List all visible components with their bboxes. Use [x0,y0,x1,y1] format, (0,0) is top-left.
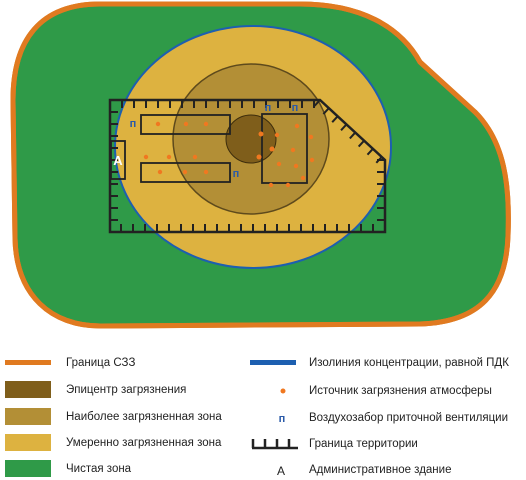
pollution-source [274,132,280,138]
legend-clean-label: Чистая зона [66,463,132,475]
pollution-source [276,161,282,167]
territory-border-tick [331,115,339,123]
air-intake-marker: п [233,168,240,180]
pollution-source [166,154,172,160]
legend-most-polluted-label: Наиболее загрязненная зона [66,411,222,423]
pollution-source [155,121,161,127]
pollution-source [182,169,188,175]
pollution-source [183,121,189,127]
legend-territory-border-icon [251,439,298,450]
building-left-upper [140,114,231,135]
legend-air-intake-label: Воздухозабор приточной вентиляции [309,412,509,424]
pollution-source [294,123,300,129]
territory-border-tick [366,148,374,156]
legend-admin-label: Административное здание [309,464,452,476]
pollution-source [192,154,198,160]
legend-moderate-label: Умеренно загрязненная зона [66,437,222,449]
legend-air-intake-icon: п [279,413,286,425]
admin-building [110,140,126,180]
air-intake-marker: п [292,102,299,114]
legend-source-icon [280,388,286,394]
pollution-source [308,134,314,140]
pollution-source [157,169,163,175]
pollution-sources [143,121,315,188]
legend-moderate-swatch [5,434,51,451]
territory-border-tick [357,140,365,148]
pollution-source [285,182,291,188]
legend-szz-border-swatch [5,360,51,365]
pollution-source [258,131,264,137]
territory-border-tick [313,100,321,107]
pollution-source [268,182,274,188]
pollution-source [290,147,296,153]
legend-pdk-isoline-label: Изолиния концентрации, равной ПДК [309,357,509,369]
legend-territory-border-label: Граница территории [309,438,418,450]
szz-border [10,1,511,329]
legend-szz-border-label: Граница СЗЗ [66,357,136,369]
territory-border-tick [340,123,348,131]
air-intake-marker: п [130,118,137,130]
legend-clean-swatch [5,460,51,477]
territory-border-tick [349,131,357,140]
pollution-source [143,154,149,160]
pollution-source [203,121,209,127]
admin-building-label: А [113,153,123,168]
pollution-source [203,169,209,175]
building-left-lower [140,162,231,183]
pollution-source [293,163,299,169]
territory-border-tick [322,107,330,115]
epicenter [225,114,277,164]
legend-source-label: Источник загрязнения атмосферы [309,385,492,397]
legend-admin-icon: А [277,464,285,478]
building-right [261,113,308,184]
legend: п А [5,360,298,478]
legend-most-polluted-swatch [5,408,51,425]
territory-border-ticks [110,100,385,232]
legend-epicenter-swatch [5,381,51,398]
pollution-source [269,146,275,152]
legend-pdk-isoline-swatch [250,360,296,365]
pollution-source [309,157,315,163]
legend-epicenter-label: Эпицентр загрязнения [66,384,187,396]
pollution-source [256,154,262,160]
air-intake-marker: п [265,102,272,114]
pollution-source [300,175,306,181]
